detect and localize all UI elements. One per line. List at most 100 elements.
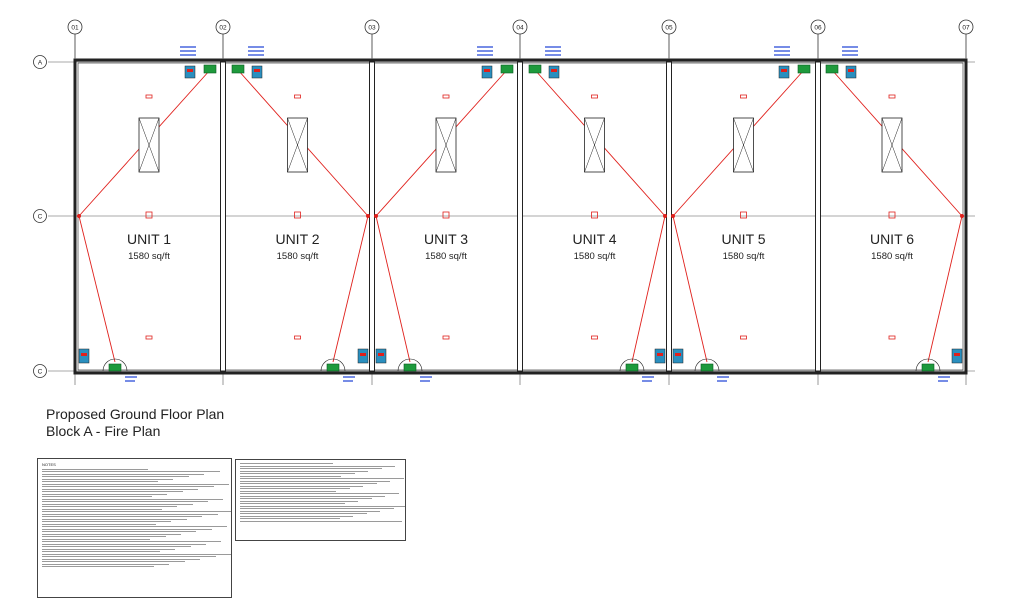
notes-text-line [42, 548, 176, 550]
fire-alarm-point [591, 94, 598, 99]
exit-sign-rear [108, 363, 122, 372]
grid-bubble [67, 19, 83, 35]
fire-extinguisher-mark [781, 69, 787, 72]
notes-text-line [42, 478, 174, 480]
grid-bubble-label-02: 02 [219, 25, 227, 32]
notes-text-line [42, 531, 197, 532]
fire-detector [294, 211, 301, 219]
unit-area-1: 1580 sq/ft [128, 251, 170, 262]
notes-text-line [42, 561, 185, 562]
exit-sign-front [203, 64, 217, 74]
fire-extinguisher-mark-rear [954, 353, 960, 356]
notes-text-line [42, 553, 231, 555]
grid-bubble-label-04: 04 [516, 25, 524, 32]
exit-sign-rear [625, 363, 639, 372]
grid-bubble [33, 55, 47, 69]
fire-extinguisher-mark-rear [378, 353, 384, 356]
door-swing [927, 358, 941, 372]
door-swing [694, 358, 708, 372]
notes-text-line [42, 496, 152, 497]
grid-bubble-label-A: A [38, 60, 43, 67]
fire-extinguisher-mark-rear [675, 353, 681, 356]
notes-text-line [240, 490, 337, 492]
fire-extinguisher-mark [848, 69, 854, 72]
notes-text-line [42, 543, 207, 545]
fire-alarm-point [145, 94, 153, 99]
notes-text-line [240, 513, 367, 514]
notes-text-line [42, 471, 220, 472]
unit-area-6: 1580 sq/ft [871, 251, 913, 262]
grid-bubble-label-C: C [38, 369, 43, 376]
exit-sign-front [231, 64, 245, 74]
party-wall [666, 61, 672, 372]
unit-name-5: UNIT 5 [721, 231, 765, 247]
notes-text-line [240, 463, 333, 464]
unit-area-3: 1580 sq/ft [425, 251, 467, 262]
notes-text-line [42, 491, 183, 492]
walls [73, 58, 968, 375]
party-wall [369, 61, 375, 372]
exit-sign-rear [921, 363, 935, 372]
notes-text-line [240, 505, 405, 507]
notes-text-line [240, 488, 350, 489]
notes-text-line [42, 538, 151, 540]
notes-text-line [240, 480, 391, 482]
notes-text-line [42, 558, 201, 560]
notes-text-line [42, 536, 166, 537]
fire-detector [888, 211, 896, 219]
door-swing [114, 358, 128, 372]
fire-alarm-point [888, 335, 896, 340]
notes-text-line [42, 513, 218, 515]
fire-alarm-point [294, 335, 301, 340]
notes-text-line [240, 475, 342, 477]
grid-bubble [512, 19, 528, 35]
notes-text-line [42, 508, 162, 510]
notes-text-line [42, 476, 189, 477]
fire-alarm-point [591, 335, 598, 340]
grid-bubble [364, 19, 380, 35]
notes-text-line [42, 546, 191, 547]
door-swing [915, 358, 929, 372]
door-swing [631, 358, 645, 372]
rooflight-cross [435, 117, 457, 173]
fire-detector [591, 211, 598, 219]
notes-text-line [42, 521, 172, 522]
grid-bubble-label-07: 07 [962, 25, 970, 32]
unit-name-3: UNIT 3 [424, 231, 468, 247]
notes-text-line [42, 488, 199, 490]
fire-detector [442, 211, 450, 219]
door-swing [706, 358, 720, 372]
grid-bubble [33, 209, 47, 223]
notes-text-line [42, 493, 168, 495]
drawing-title-line-1: Proposed Ground Floor Plan [46, 406, 225, 422]
grid-bubble-label-03: 03 [368, 25, 376, 32]
notes-text-line [42, 486, 214, 487]
grid-bubble-label-05: 05 [665, 25, 673, 32]
fire-alarm-point [294, 94, 301, 99]
exit-sign-front [528, 64, 542, 74]
grid-bubble-label-06: 06 [814, 25, 822, 32]
fire-extinguisher-mark-rear [360, 353, 366, 356]
unit-name-6: UNIT 6 [870, 231, 914, 247]
notes-text-line [240, 500, 359, 502]
rooflight-cross [138, 117, 160, 173]
travel-line-to-rear-exit [672, 215, 708, 363]
notes-text-line [42, 511, 231, 512]
fixtures [78, 46, 963, 382]
exit-sign-rear [403, 363, 417, 372]
travel-line-to-rear-exit [631, 215, 666, 363]
exit-sign-front [797, 64, 811, 74]
fire-alarm-point [442, 335, 450, 340]
notes-text-line [42, 556, 216, 557]
notes-text-line [240, 495, 386, 497]
notes-text-line [240, 515, 354, 517]
notes-text-line [42, 528, 212, 530]
unit-area-4: 1580 sq/ft [574, 251, 616, 262]
party-wall [517, 61, 523, 372]
travel-line-to-rear-exit [375, 215, 411, 363]
notes-text-line [240, 503, 345, 504]
notes-text-block [38, 468, 231, 567]
travel-origin-point [374, 214, 378, 218]
